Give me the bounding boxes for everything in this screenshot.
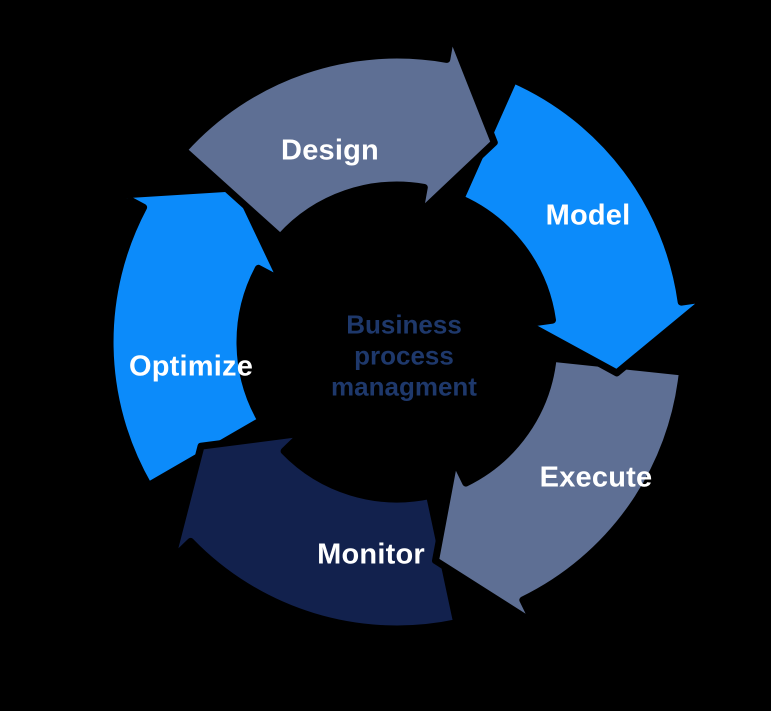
monitor-arrow [168, 429, 461, 633]
monitor-label: Monitor [317, 538, 425, 571]
model-label: Model [545, 199, 631, 232]
optimize-arrow [106, 184, 285, 489]
diagram-center-title: Business process managment [331, 310, 477, 403]
execute-label: Execute [539, 461, 653, 494]
optimize-label: Optimize [128, 350, 254, 383]
design-arrow [180, 30, 498, 241]
model-arrow [457, 76, 711, 377]
center-title-line1: Business [346, 309, 462, 340]
execute-arrow [432, 354, 686, 627]
center-title-line3: managment [331, 371, 477, 402]
center-title-line2: process [354, 340, 454, 371]
design-label: Design [281, 134, 379, 167]
